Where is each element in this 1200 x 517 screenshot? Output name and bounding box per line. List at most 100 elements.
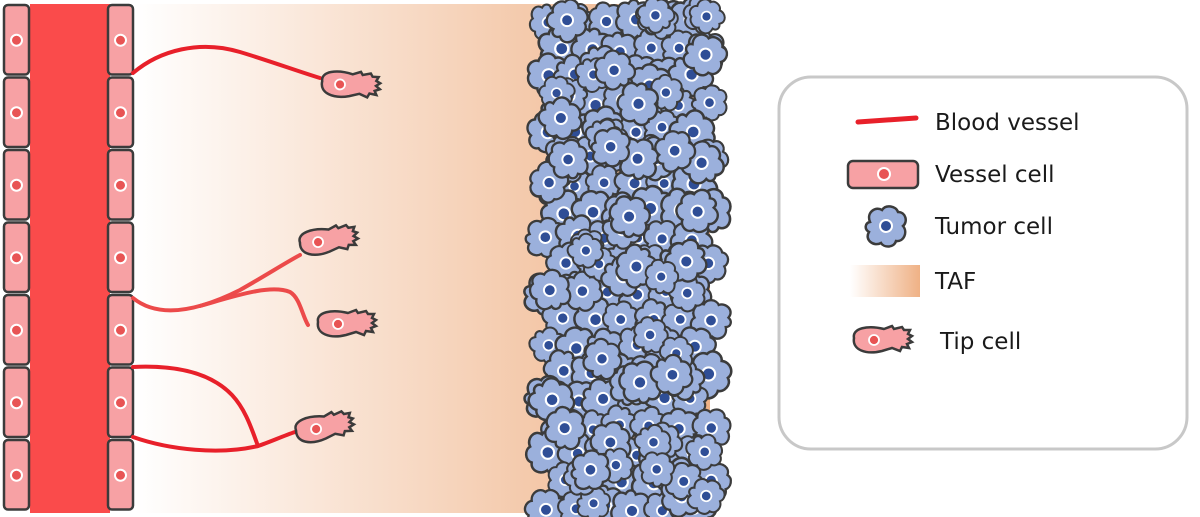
sprout-bottom-upper (131, 364, 260, 448)
tumor-cell (610, 106, 663, 159)
tip-cells (292, 67, 383, 446)
tip-cell (292, 407, 357, 446)
vessel-cell (106, 438, 135, 511)
sprout-middle-branch-a (131, 253, 302, 313)
tumor-cell (584, 0, 630, 45)
tumor-cell (676, 26, 734, 84)
tumor-cell (612, 77, 665, 130)
tumor-cell (615, 357, 666, 408)
tumor-cell (661, 267, 713, 319)
tumor-cell (607, 237, 666, 296)
legend-label-tumor-cell: Tumor cell (934, 214, 1053, 240)
tumor-cell (647, 123, 703, 179)
tumor-cell (521, 155, 576, 210)
tumor-cell (531, 18, 591, 79)
tip-cell (316, 308, 378, 338)
legend-label-vessel-cell: Vessel cell (935, 162, 1055, 188)
blood-vessel-lumen (30, 4, 110, 513)
legend: Blood vessel Vessel cell Tumor cell TAF … (777, 75, 1189, 451)
vessel-cell (2, 76, 31, 149)
tumor-cell (690, 407, 734, 450)
tumor-cell (533, 69, 581, 117)
tumor-cell (576, 333, 629, 386)
tumor-cell (537, 344, 590, 397)
tumor-cell (538, 0, 597, 50)
tumor-cell (589, 126, 631, 168)
tumor-cell (538, 401, 592, 456)
tumor-cell (657, 232, 715, 290)
vessel-cells (2, 3, 135, 511)
tumor-cell (517, 481, 575, 517)
tumor-cell (630, 27, 673, 70)
tumor-cell (628, 313, 673, 357)
blood-vessel-icon (855, 115, 919, 125)
tumor-cell (672, 133, 732, 192)
tip-cell (296, 221, 361, 259)
tumor-cell (579, 157, 630, 208)
tumor-cell (543, 134, 594, 185)
legend-label-tip-cell: Tip cell (939, 329, 1021, 355)
tumor-cell (520, 369, 583, 431)
tumor-cell (654, 24, 704, 74)
tumor-cell (561, 226, 610, 275)
tumor-cell (523, 216, 567, 260)
vessel-cell-icon (846, 159, 920, 190)
tumor-cell (687, 296, 736, 345)
tumor-cell (669, 182, 727, 240)
legend-label-blood-vessel: Blood vessel (935, 110, 1080, 136)
vessel-cell (106, 366, 135, 439)
tumor-cell (530, 88, 590, 148)
tumor-cell-icon (864, 205, 907, 248)
tumor-cell (575, 371, 631, 427)
tumor-cell (643, 346, 701, 404)
tumor-cell (539, 235, 593, 290)
legend-label-taf: TAF (934, 269, 976, 295)
tumor-cell (638, 451, 676, 489)
tumor-cell (535, 291, 590, 346)
tumor-cell (638, 158, 690, 210)
vessel-cell (106, 293, 135, 366)
tumor-cell (562, 182, 624, 243)
tumor-cell (524, 429, 571, 476)
tumor-cell (682, 472, 730, 517)
tumor-cell (598, 297, 644, 343)
tumor-cell (641, 256, 682, 297)
vessel-cell (106, 3, 135, 76)
tumor-cell (566, 446, 615, 495)
tumor-cell (616, 137, 660, 181)
tumor-cell (630, 0, 681, 41)
vessel-cell (2, 438, 31, 511)
tumor-cell (628, 417, 678, 468)
taf-gradient-icon (850, 265, 920, 297)
vessel-cell (2, 366, 31, 439)
tip-cell (319, 67, 383, 101)
tumor-cell (664, 461, 704, 501)
sprout-bottom-lower (131, 430, 297, 453)
tumor-cell (689, 83, 729, 123)
tumor-cell (522, 319, 574, 371)
vessel-cell (2, 3, 31, 76)
tumor-cell (568, 292, 624, 347)
tumor-cell (643, 69, 690, 116)
vessel-cell (106, 148, 135, 221)
tumor-cell (680, 427, 729, 476)
sprout-top (131, 44, 322, 80)
tumor-cell (553, 263, 610, 320)
tumor-mass (517, 0, 741, 517)
vessel-cell (2, 148, 31, 221)
vessel-sprouts (131, 44, 322, 453)
vessel-cell (2, 221, 31, 294)
tumor-cell (682, 0, 732, 41)
tumor-cell (585, 417, 637, 468)
vessel-cell (2, 293, 31, 366)
tumor-cell (640, 106, 683, 149)
tumor-cell (592, 441, 639, 489)
tumor-cell (523, 263, 577, 317)
vessel-cell (106, 221, 135, 294)
tumor-cell (654, 293, 707, 345)
tip-cell-icon (852, 324, 914, 354)
tumor-cell (641, 218, 684, 260)
vessel-cell (106, 76, 135, 149)
tumor-cell (574, 484, 613, 517)
